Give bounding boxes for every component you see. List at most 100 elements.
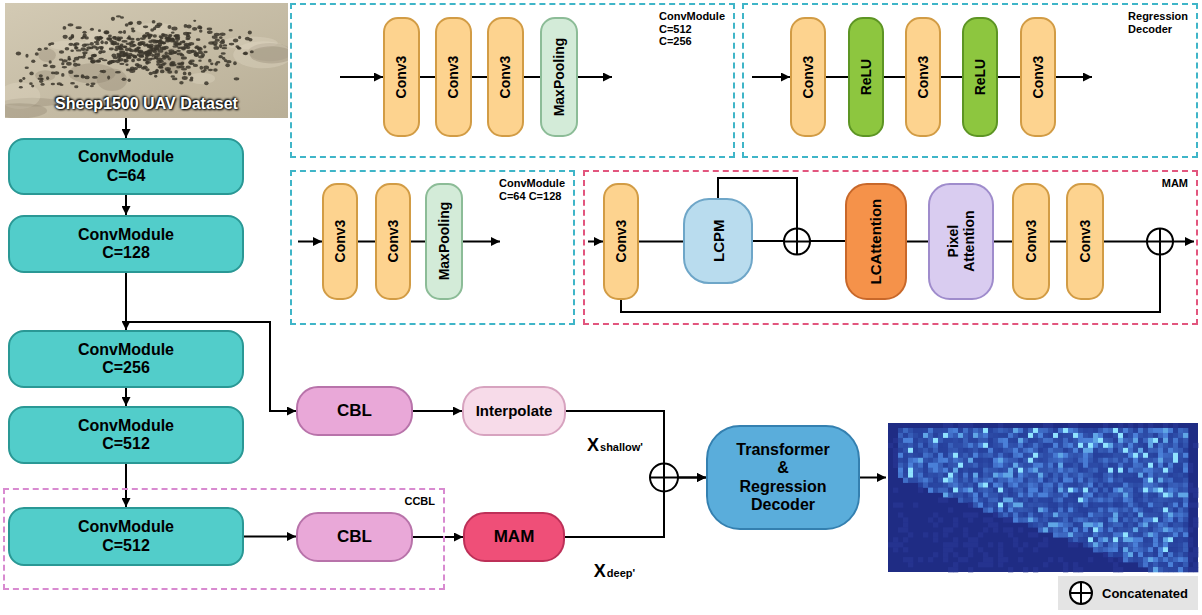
conv3-block: Conv3 [603,183,639,300]
node-label: Conv3 [613,220,629,263]
conv-module-box: ConvModule C=64 [8,138,244,195]
pixel-attention-block: Pixel Attention [928,183,994,300]
node-label: ConvModule C=512 [78,417,174,454]
concat-symbol [1068,580,1094,606]
edge-label: Xdeep' [592,561,637,581]
dataset-photo: Sheep1500 UAV Dataset [5,3,288,118]
conv-module-box: ConvModule C=512 [8,406,244,464]
connector-arrow [125,118,127,138]
cbl-block: CBL [296,386,413,436]
relu-block: ReLU [962,17,998,137]
node-label: ConvModule C=128 [78,226,174,263]
connector-arrow [941,76,962,78]
input-arrow [298,241,322,243]
node-label: Transformer & Regression Decoder [736,441,829,515]
node-label: MaxPooling [551,38,567,117]
connector-arrow [125,195,127,215]
node-label: Conv3 [445,56,461,99]
photo-caption: Sheep1500 UAV Dataset [55,95,238,113]
node-label: Conv3 [497,56,513,99]
node-label: LCAttention [867,199,884,285]
detail-panel: ConvModule C=512 C=256Conv3 Conv3 Conv3 Max… [290,3,735,158]
node-label: CBL [337,401,372,421]
input-arrow [752,76,790,78]
connector-arrow [826,76,848,78]
connector-arrow [565,478,706,538]
connector-arrow [524,76,540,78]
panel-title: Regression Decoder [1128,10,1188,35]
node-label: Conv3 [1030,56,1046,99]
conv3-block: Conv3 [487,17,524,137]
connector-arrow [472,76,487,78]
node-label: Pixel Attention [945,211,977,272]
connector-arrow [125,388,127,406]
concat-symbol [650,464,678,492]
transformer-decoder-box: Transformer & Regression Decoder [706,425,860,530]
output-arrow [860,477,886,479]
conv3-block: Conv3 [790,17,826,137]
lcattention-block: LCAttention [845,183,907,300]
detail-panel: ConvModule C=64 C=128Conv3 Conv3 MaxPoolin… [290,170,575,325]
node-label: ConvModule C=256 [78,341,174,378]
concat-symbol [784,229,810,255]
conv-module-box: ConvModule C=128 [8,215,244,273]
conv3-block: Conv3 [905,17,941,137]
mam-block: MAM [463,512,565,562]
node-label: Conv3 [915,56,931,99]
conv-module-box: ConvModule C=512 [8,507,244,566]
legend-label: Concatenated [1102,586,1188,601]
lcpm-block: LCPM [683,198,753,284]
node-label: Conv3 [393,56,409,99]
panel-title: ConvModule C=64 C=128 [499,177,565,202]
output-arrow [578,76,612,78]
node-label: ConvModule C=64 [78,148,174,185]
density-heatmap [888,423,1198,572]
connector-arrow [639,241,683,243]
conv3-block: Conv3 [1066,183,1104,300]
node-label: CBL [337,527,372,547]
cbl-block: CBL [296,512,413,562]
connector-arrow [566,411,706,478]
node-label: Conv3 [800,56,816,99]
connector-arrow [994,241,1012,243]
interpolate-block: Interpolate [462,386,566,436]
panel-title: ConvModule C=512 C=256 [659,10,725,48]
concat-symbol [1147,229,1173,255]
connector-arrow [358,241,375,243]
connector-arrow [411,241,425,243]
panel-title: MAM [1162,177,1188,190]
connector-arrow [420,76,435,78]
input-arrow [340,76,383,78]
node-label: Interpolate [476,402,553,419]
connector-arrow [413,410,462,412]
node-label: Conv3 [1023,220,1039,263]
connector-arrow [244,536,296,538]
connector-arrow [907,241,928,243]
output-arrow [463,241,500,243]
maxpool-block: MaxPooling [540,17,578,137]
wire [1104,241,1147,243]
connector-arrow [125,464,127,507]
node-label: LCPM [709,220,726,263]
relu-block: ReLU [848,17,884,137]
output-arrow [1056,76,1092,78]
conv3-block: Conv3 [322,183,358,300]
node-label: ReLU [972,59,988,96]
group-panel: CCBL ConvModule C=512 CBL [3,488,445,590]
conv3-block: Conv3 [1012,183,1050,300]
output-arrow [1173,241,1194,243]
conv-module-box: ConvModule C=256 [8,330,244,388]
node-label: Conv3 [385,220,401,263]
maxpool-block: MaxPooling [425,183,463,300]
node-label: MAM [494,527,535,547]
detail-panel: Regression DecoderConv3 ReLU Conv3 ReLU Conv… [742,3,1198,158]
node-label: Conv3 [332,220,348,263]
connector-arrow [1050,241,1066,243]
legend-box: Concatenated [1058,576,1198,610]
conv3-block: Conv3 [1020,17,1056,137]
connector-arrow [413,536,463,538]
conv3-block: Conv3 [375,183,411,300]
panel-title: CCBL [404,495,435,508]
connector-arrow [998,76,1020,78]
connector-arrow [884,76,905,78]
